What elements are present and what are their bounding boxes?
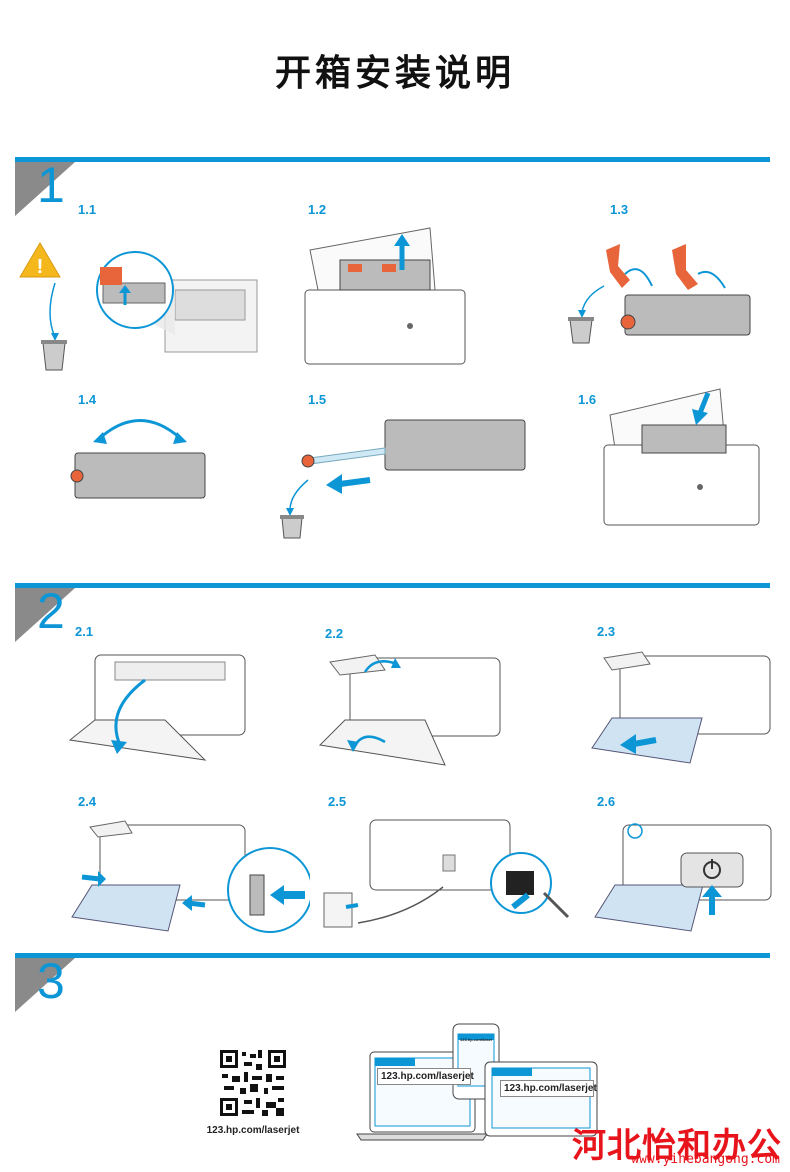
section-1-number: 1 — [37, 157, 65, 213]
illus-open-tray — [68, 654, 246, 761]
step-label-2-5: 2.5 — [328, 794, 347, 809]
section-3-rule — [15, 953, 770, 958]
section-3-number: 3 — [37, 953, 65, 1009]
trash-bin-icon — [280, 515, 304, 539]
section-1-rule — [15, 157, 770, 162]
illus-remove-tape: ! — [19, 242, 258, 371]
watermark-url: www.yihebangong.com — [631, 1152, 780, 1167]
illus-load-paper — [591, 651, 771, 764]
illus-adjust-guides — [71, 820, 310, 933]
qr-code[interactable] — [218, 1048, 288, 1118]
tablet-url-field[interactable]: 123.hp.com/laserjet — [500, 1080, 597, 1097]
step-label-1-4: 1.4 — [78, 392, 97, 407]
page-title: 开箱安装说明 — [274, 53, 515, 94]
trash-bin-icon — [41, 340, 67, 371]
trash-bin-icon — [568, 317, 594, 344]
section-3-badge: 3 — [15, 953, 75, 1012]
illus-rock-cartridge — [70, 419, 206, 499]
illus-extend-tray — [318, 654, 501, 766]
illus-open-lid — [304, 227, 466, 365]
step-label-1-6: 1.6 — [578, 392, 597, 407]
step-label-2-1: 2.1 — [75, 624, 94, 639]
laptop-url-field[interactable]: 123.hp.com/laserjet — [377, 1068, 474, 1085]
watermark-text: 河北怡和办公 — [572, 1126, 782, 1166]
step-label-2-6: 2.6 — [597, 794, 616, 809]
svg-text:!: ! — [37, 256, 44, 278]
illus-insert-cartridge — [603, 388, 760, 526]
phone-url-field[interactable]: 123.hp.com/laserjet — [460, 1037, 492, 1042]
step-label-2-3: 2.3 — [597, 624, 616, 639]
section-1-badge: 1 — [15, 157, 75, 216]
illus-power-on — [594, 823, 772, 932]
step-label-2-4: 2.4 — [78, 794, 97, 809]
section-2-number: 2 — [37, 583, 65, 639]
illus-remove-clips — [568, 244, 751, 344]
step-label-2-2: 2.2 — [325, 626, 344, 641]
section-2-badge: 2 — [15, 583, 75, 642]
qr-url-label[interactable]: 123.hp.com/laserjet — [206, 1125, 300, 1136]
step-label-1-1: 1.1 — [78, 202, 97, 217]
section-2-rule — [15, 583, 770, 588]
warning-icon: ! — [19, 242, 61, 278]
illus-pull-seal — [280, 419, 526, 539]
power-icon — [703, 859, 721, 879]
step-label-1-3: 1.3 — [610, 202, 629, 217]
illus-connect-power — [323, 819, 570, 928]
step-label-1-2: 1.2 — [308, 202, 327, 217]
step-label-1-5: 1.5 — [308, 392, 327, 407]
